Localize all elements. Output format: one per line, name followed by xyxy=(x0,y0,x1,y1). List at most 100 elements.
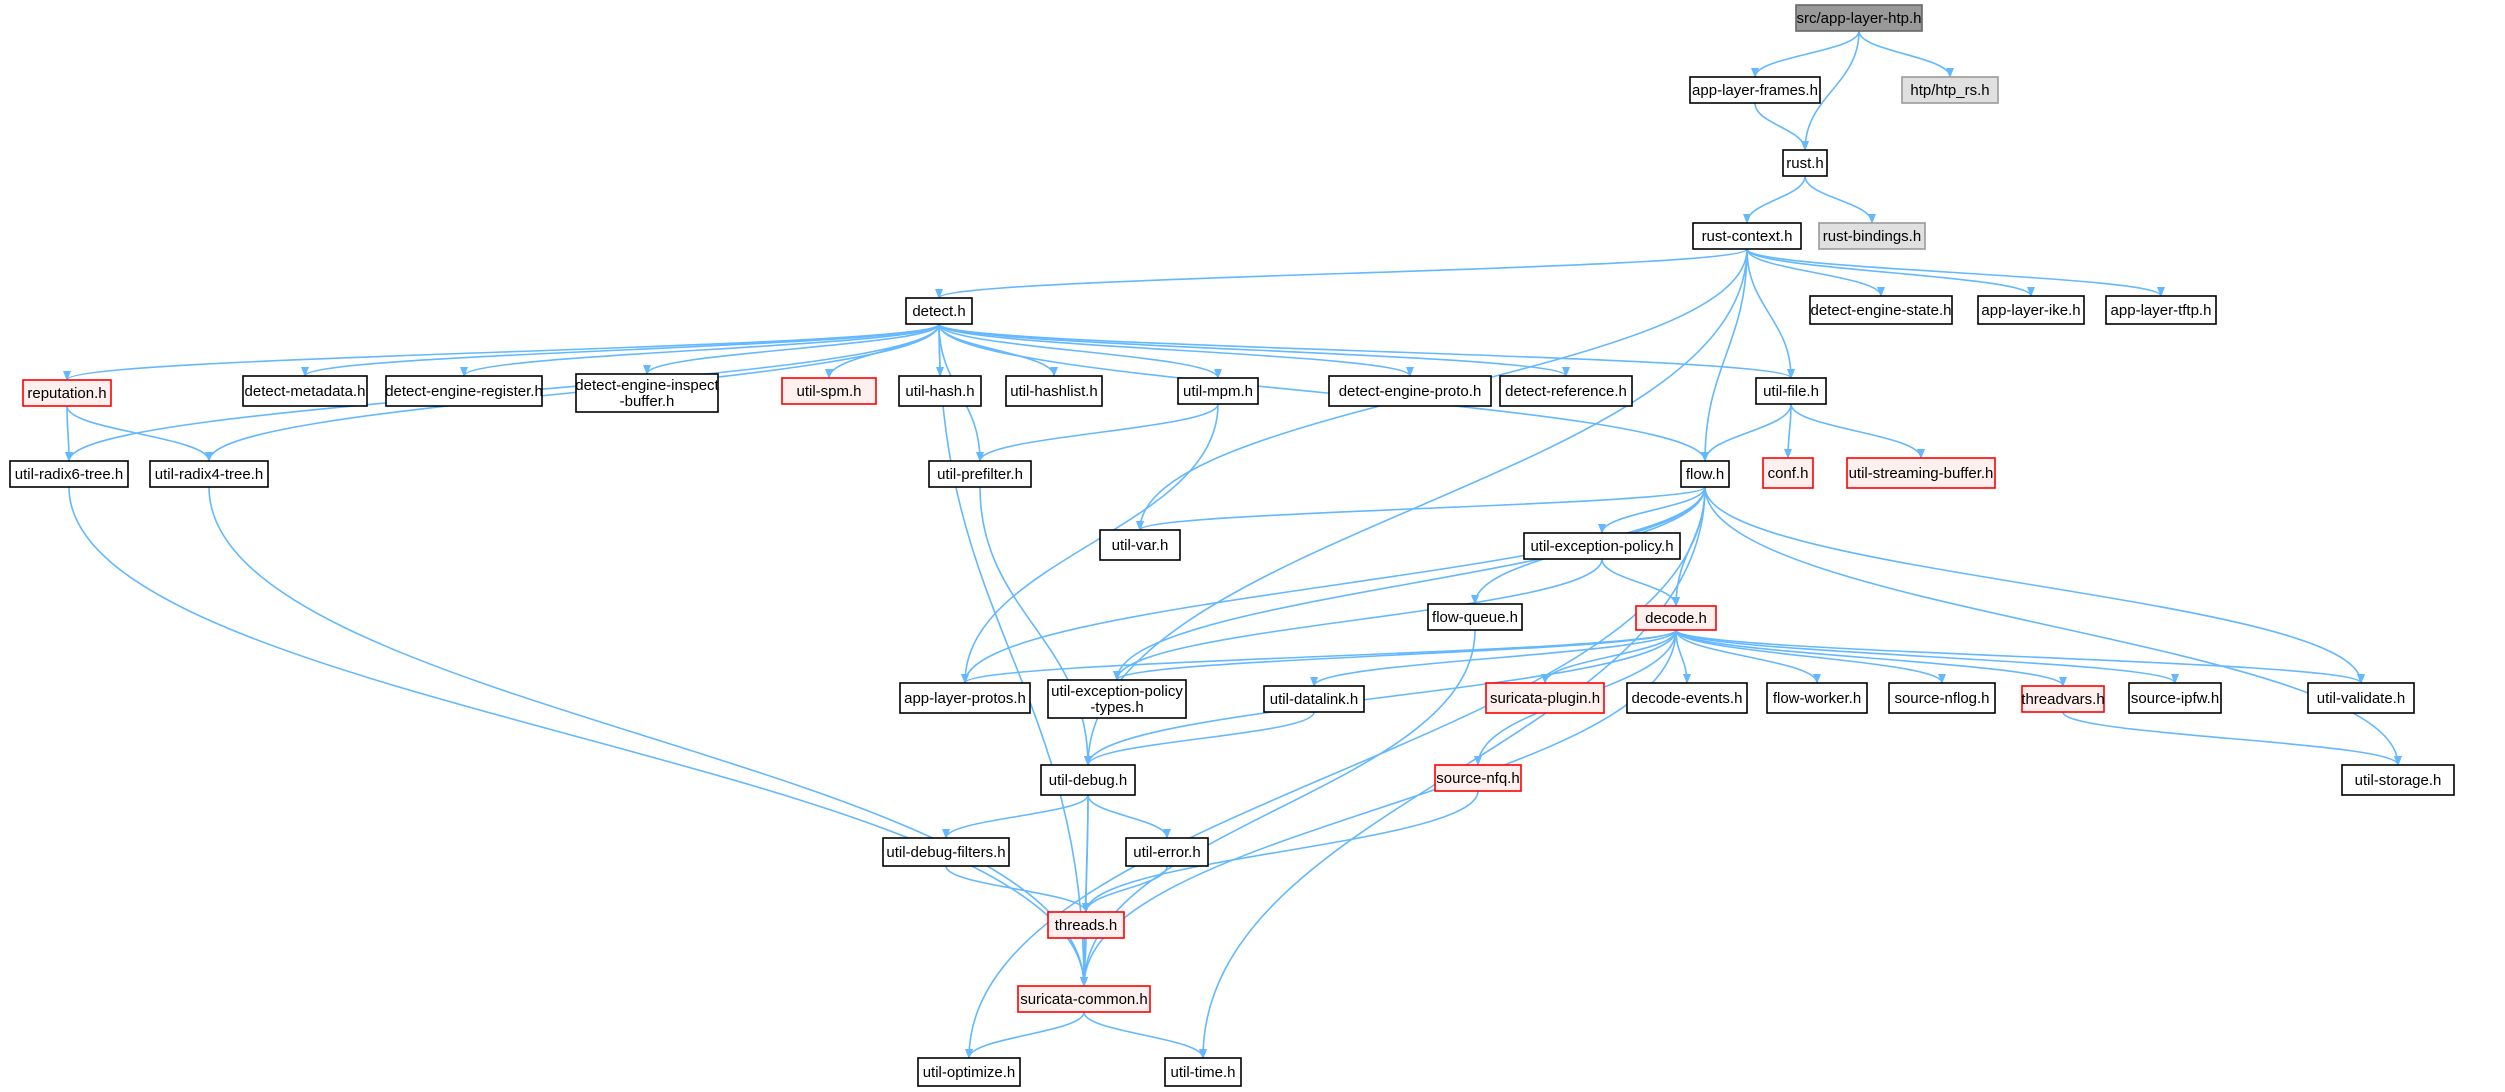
node-label: util-debug.h xyxy=(1049,772,1127,789)
node-snfq[interactable]: source-nfq.h xyxy=(1434,764,1522,792)
node-detect[interactable]: detect.h xyxy=(905,297,973,325)
node-radix4[interactable]: util-radix4-tree.h xyxy=(149,460,269,488)
edge-flow-to-alprotos xyxy=(961,486,1706,684)
node-udebug[interactable]: util-debug.h xyxy=(1040,764,1136,796)
node-dref[interactable]: detect-reference.h xyxy=(1499,375,1633,407)
edge-rust-to-rustctx xyxy=(1743,175,1806,224)
node-ustorage[interactable]: util-storage.h xyxy=(2341,764,2455,796)
node-label: util-streaming-buffer.h xyxy=(1849,465,1994,482)
node-htp_rs[interactable]: htp/htp_rs.h xyxy=(1901,76,1999,104)
node-rustbind[interactable]: rust-bindings.h xyxy=(1818,222,1926,250)
node-label: htp/htp_rs.h xyxy=(1910,82,1989,99)
node-label: util-radix6-tree.h xyxy=(15,466,123,483)
node-box xyxy=(1692,222,1802,250)
node-reputation[interactable]: reputation.h xyxy=(22,379,112,407)
node-box xyxy=(2341,764,2455,796)
edge-flow-to-uvar xyxy=(1136,486,1706,531)
node-sipfw[interactable]: source-ipfw.h xyxy=(2128,682,2222,714)
edge-detect-to-scommon xyxy=(938,323,1088,987)
node-box xyxy=(2105,295,2217,325)
edge-tvars-to-ustorage xyxy=(2062,711,2402,766)
edge-rustctx-to-udebug xyxy=(1084,248,1748,766)
node-dmeta[interactable]: detect-metadata.h xyxy=(242,375,368,407)
node-udf[interactable]: util-debug-filters.h xyxy=(882,837,1010,867)
node-uvalidate[interactable]: util-validate.h xyxy=(2307,682,2415,714)
node-conf[interactable]: conf.h xyxy=(1762,457,1814,489)
node-box xyxy=(1040,764,1136,796)
node-devents[interactable]: decode-events.h xyxy=(1626,682,1748,714)
node-label: source-ipfw.h xyxy=(2131,690,2219,707)
node-prefilter[interactable]: util-prefilter.h xyxy=(928,460,1032,488)
node-rust[interactable]: rust.h xyxy=(1782,149,1828,177)
edge-ufile-to-streambuf xyxy=(1790,403,1925,459)
node-uhashlist[interactable]: util-hashlist.h xyxy=(1005,375,1103,407)
node-streambuf[interactable]: util-streaming-buffer.h xyxy=(1846,457,1996,489)
node-box xyxy=(1017,985,1151,1013)
edge-ufile-to-flow xyxy=(1701,403,1792,462)
node-tftp[interactable]: app-layer-tftp.h xyxy=(2105,295,2217,325)
node-scommon[interactable]: suricata-common.h xyxy=(1017,985,1151,1013)
node-deinsp[interactable]: detect-engine-inspect-buffer.h xyxy=(575,373,720,413)
node-rustctx[interactable]: rust-context.h xyxy=(1692,222,1802,250)
node-decode[interactable]: decode.h xyxy=(1635,605,1717,631)
node-fqueue[interactable]: flow-queue.h xyxy=(1427,603,1523,631)
node-box xyxy=(781,377,877,405)
node-radix6[interactable]: util-radix6-tree.h xyxy=(9,460,129,488)
node-box xyxy=(2307,682,2415,714)
node-threads[interactable]: threads.h xyxy=(1047,911,1125,939)
node-box xyxy=(1099,529,1181,561)
node-box xyxy=(1125,837,1209,867)
node-uerror[interactable]: util-error.h xyxy=(1125,837,1209,867)
edge-scommon-to-utime xyxy=(1083,1011,1207,1059)
node-label: util-prefilter.h xyxy=(937,466,1023,483)
node-box xyxy=(1755,377,1827,405)
edge-prefilter-to-udebug xyxy=(979,486,1092,766)
node-alprotos[interactable]: app-layer-protos.h xyxy=(899,682,1031,714)
edge-root-to-htp_rs xyxy=(1858,30,1954,78)
nodes-layer: src/app-layer-htp.h app-layer-frames.h htp… xyxy=(9,4,2455,1087)
node-box xyxy=(1047,679,1187,719)
node-label: util-datalink.h xyxy=(1270,691,1358,708)
edge-decode-to-sipfw xyxy=(1675,629,2179,684)
node-dereg[interactable]: detect-engine-register.h xyxy=(385,375,543,407)
edge-root-to-frames xyxy=(1751,30,1860,78)
edge-decode-to-tvars xyxy=(1675,629,2067,687)
node-uopt[interactable]: util-optimize.h xyxy=(917,1057,1021,1087)
node-label: detect-metadata.h xyxy=(245,383,366,400)
node-ike[interactable]: app-layer-ike.h xyxy=(1977,295,2085,325)
edge-rust-to-rustbind xyxy=(1804,175,1876,224)
node-uvar[interactable]: util-var.h xyxy=(1099,529,1181,561)
node-snflog[interactable]: source-nflog.h xyxy=(1888,682,1996,714)
node-label: util-hashlist.h xyxy=(1010,383,1098,400)
edge-flow-to-ustorage xyxy=(1704,486,2402,766)
edge-rustctx-to-detect xyxy=(935,248,1748,299)
node-label: -types.h xyxy=(1090,699,1143,716)
node-uexcpoltypes[interactable]: util-exception-policy-types.h xyxy=(1047,679,1187,719)
edge-decode-to-splugin xyxy=(1541,629,1677,684)
node-label: threadvars.h xyxy=(2021,691,2104,708)
node-frames[interactable]: app-layer-frames.h xyxy=(1689,76,1821,104)
node-uexcpol[interactable]: util-exception-policy.h xyxy=(1523,532,1681,560)
node-box xyxy=(1977,295,2085,325)
node-flow[interactable]: flow.h xyxy=(1680,460,1730,488)
node-tvars[interactable]: threadvars.h xyxy=(2021,685,2105,713)
node-uhash[interactable]: util-hash.h xyxy=(898,375,982,407)
node-ufile[interactable]: util-file.h xyxy=(1755,377,1827,405)
node-utime[interactable]: util-time.h xyxy=(1164,1057,1242,1087)
node-box xyxy=(1434,764,1522,792)
node-spm[interactable]: util-spm.h xyxy=(781,377,877,405)
node-udatalink[interactable]: util-datalink.h xyxy=(1263,685,1365,713)
edge-udf-to-threads xyxy=(945,865,1090,913)
node-des[interactable]: detect-engine-state.h xyxy=(1809,295,1953,325)
edge-detect-to-deinsp xyxy=(643,323,940,375)
node-fworker[interactable]: flow-worker.h xyxy=(1766,682,1868,714)
node-splugin[interactable]: suricata-plugin.h xyxy=(1485,682,1605,714)
edge-mpm-to-alprotos xyxy=(961,403,1219,684)
node-box xyxy=(1818,222,1926,250)
edge-flow-to-uexcpoltypes xyxy=(1113,486,1706,681)
node-deproto[interactable]: detect-engine-proto.h xyxy=(1328,375,1492,407)
node-root[interactable]: src/app-layer-htp.h xyxy=(1795,4,1923,32)
node-box xyxy=(1635,605,1717,631)
node-mpm[interactable]: util-mpm.h xyxy=(1177,377,1259,405)
node-label: util-var.h xyxy=(1112,537,1169,554)
